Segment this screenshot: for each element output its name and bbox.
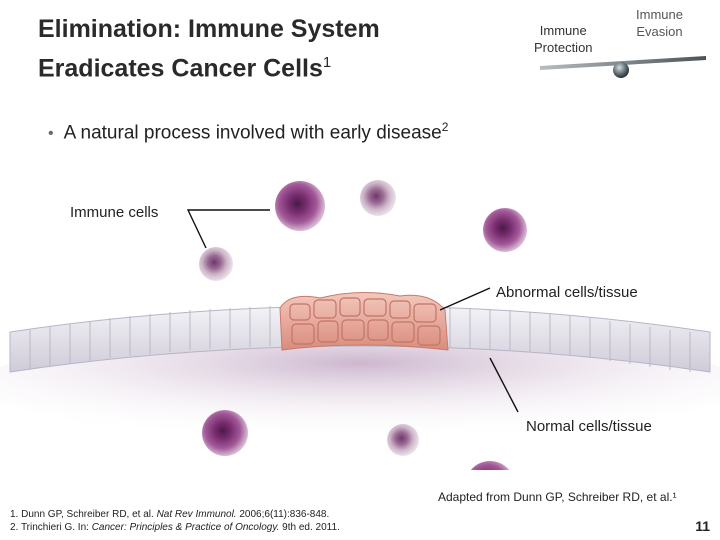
immune-cell: [199, 247, 233, 281]
page-number: 11: [695, 518, 710, 534]
reference-2: 2. Trinchieri G. In: Cancer: Principles …: [10, 521, 340, 534]
balance-scale-icon: [540, 56, 706, 78]
basal-layer: [0, 330, 720, 440]
ref2-book: Cancer: Principles & Practice of Oncolog…: [91, 522, 280, 533]
ref1-prefix: 1. Dunn GP, Schreiber RD, et al.: [10, 509, 157, 520]
immune-cells-light: [199, 180, 419, 456]
leader-lines: [186, 209, 519, 413]
references: 1. Dunn GP, Schreiber RD, et al. Nat Rev…: [10, 508, 340, 534]
bullet-text: A natural process involved with early di…: [63, 122, 442, 144]
ref1-suffix: 2006;6(11):836-848.: [236, 509, 330, 520]
normal-cells-label: Normal cells/tissue: [526, 418, 652, 435]
immune-evasion-label: Immune Evasion: [636, 6, 683, 40]
title-line-2: Eradicates Cancer Cells: [38, 54, 323, 83]
tissue-diagram: [0, 180, 720, 511]
immune-cell: [387, 424, 419, 456]
protection-line-2: Protection: [534, 40, 593, 55]
cell-illustration: Immune cells Abnormal cells/tissue Norma…: [0, 150, 720, 511]
abnormal-cell-cluster: [279, 291, 449, 351]
immune-cell: [202, 410, 248, 456]
ref1-journal: Nat Rev Immunol.: [156, 509, 237, 520]
immune-cell: [275, 181, 325, 231]
abnormal-cells-label: Abnormal cells/tissue: [496, 284, 638, 301]
immune-protection-label: Immune Protection: [534, 22, 593, 56]
ref2-prefix: 2. Trinchieri G. In:: [10, 522, 92, 533]
title-line-1: Elimination: Immune System: [38, 15, 380, 43]
bullet-citation: 2: [441, 120, 449, 134]
reference-1: 1. Dunn GP, Schreiber RD, et al. Nat Rev…: [10, 508, 340, 521]
immune-cell: [483, 208, 527, 252]
evasion-line-1: Immune: [636, 7, 683, 22]
balance-graphic: Immune Protection Immune Evasion: [520, 0, 720, 90]
immune-cell: [360, 180, 396, 216]
bullet-dot-icon: •: [48, 125, 54, 143]
evasion-line-2: Evasion: [636, 24, 683, 39]
ref2-suffix: 9th ed. 2011.: [279, 522, 340, 533]
adapted-credit: Adapted from Dunn GP, Schreiber RD, et a…: [438, 490, 677, 504]
immune-cells-label: Immune cells: [70, 204, 159, 221]
immune-cell: [465, 461, 515, 511]
protection-line-1: Immune: [539, 23, 587, 38]
slide-title: Elimination: Immune System Eradicates Ca…: [38, 12, 458, 85]
title-citation: 1: [322, 54, 332, 71]
bullet-point: • A natural process involved with early d…: [48, 120, 448, 144]
